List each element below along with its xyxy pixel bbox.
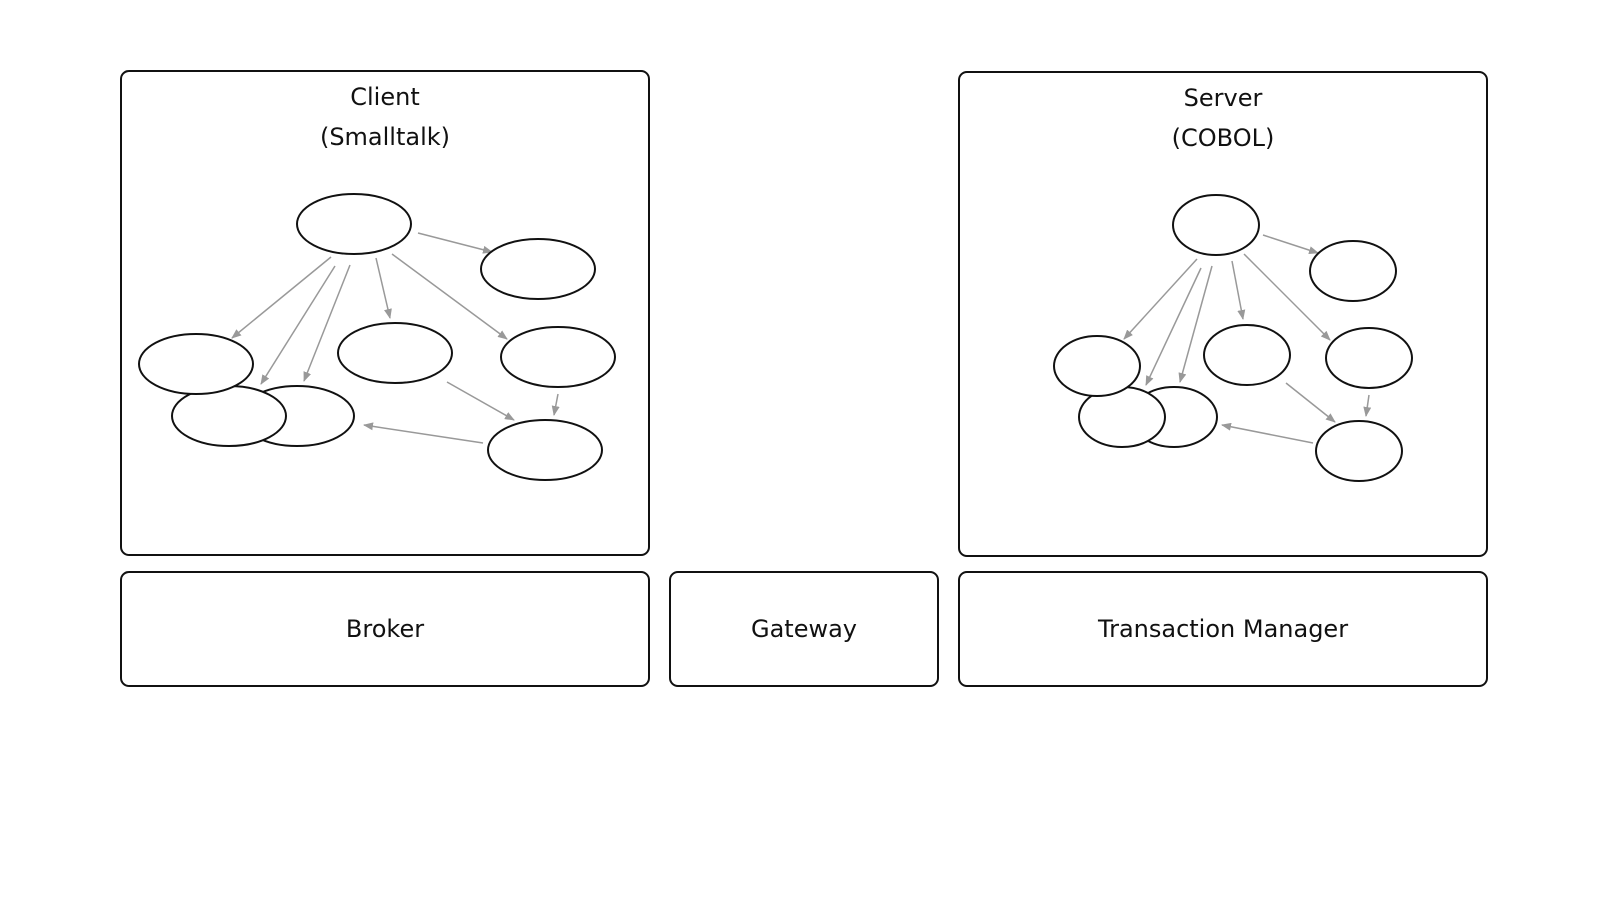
server-object-node <box>1203 324 1291 386</box>
client-edge <box>260 265 336 385</box>
server-object-graph <box>1053 194 1413 482</box>
client-object-node <box>487 419 603 481</box>
server-object-node <box>1309 240 1397 302</box>
gateway-box: Gateway <box>669 571 939 687</box>
broker-box: Broker <box>120 571 650 687</box>
server-edge <box>1145 267 1202 386</box>
client-edge <box>363 422 484 444</box>
server-title-line1: Server <box>1183 84 1263 112</box>
client-object-node <box>500 326 616 388</box>
client-edge <box>446 381 515 421</box>
client-object-node <box>171 385 287 447</box>
client-object-node <box>138 333 254 395</box>
server-object-node <box>1315 420 1403 482</box>
server-edge <box>1262 234 1319 255</box>
transaction-manager-label: Transaction Manager <box>1097 615 1349 643</box>
client-title-line2: (Smalltalk) <box>319 123 451 151</box>
server-edge <box>1243 253 1331 341</box>
client-object-node <box>337 322 453 384</box>
server-panel: Server (COBOL) <box>958 71 1488 557</box>
server-object-node <box>1325 327 1413 389</box>
server-edge <box>1123 258 1198 340</box>
client-object-node <box>480 238 596 300</box>
client-edge <box>417 232 493 254</box>
client-title: Client (Smalltalk) <box>122 77 648 157</box>
server-edge <box>1231 260 1246 320</box>
broker-label: Broker <box>345 615 425 643</box>
client-edge <box>375 257 392 319</box>
client-title-line1: Client <box>350 83 420 111</box>
server-edge <box>1178 265 1213 383</box>
client-object-graph <box>138 193 616 481</box>
server-object-node <box>1053 335 1141 397</box>
client-edge <box>391 253 508 340</box>
transaction-manager-box: Transaction Manager <box>958 571 1488 687</box>
server-title-line2: (COBOL) <box>1171 124 1275 152</box>
server-object-node <box>1172 194 1260 256</box>
client-edge <box>231 256 332 339</box>
client-edge <box>303 264 351 382</box>
server-title: Server (COBOL) <box>960 78 1486 158</box>
server-edge <box>1221 422 1314 444</box>
client-edge <box>551 393 560 416</box>
client-object-node <box>296 193 412 255</box>
gateway-label: Gateway <box>750 615 858 643</box>
server-edge <box>1363 394 1372 417</box>
server-edge <box>1285 382 1336 423</box>
